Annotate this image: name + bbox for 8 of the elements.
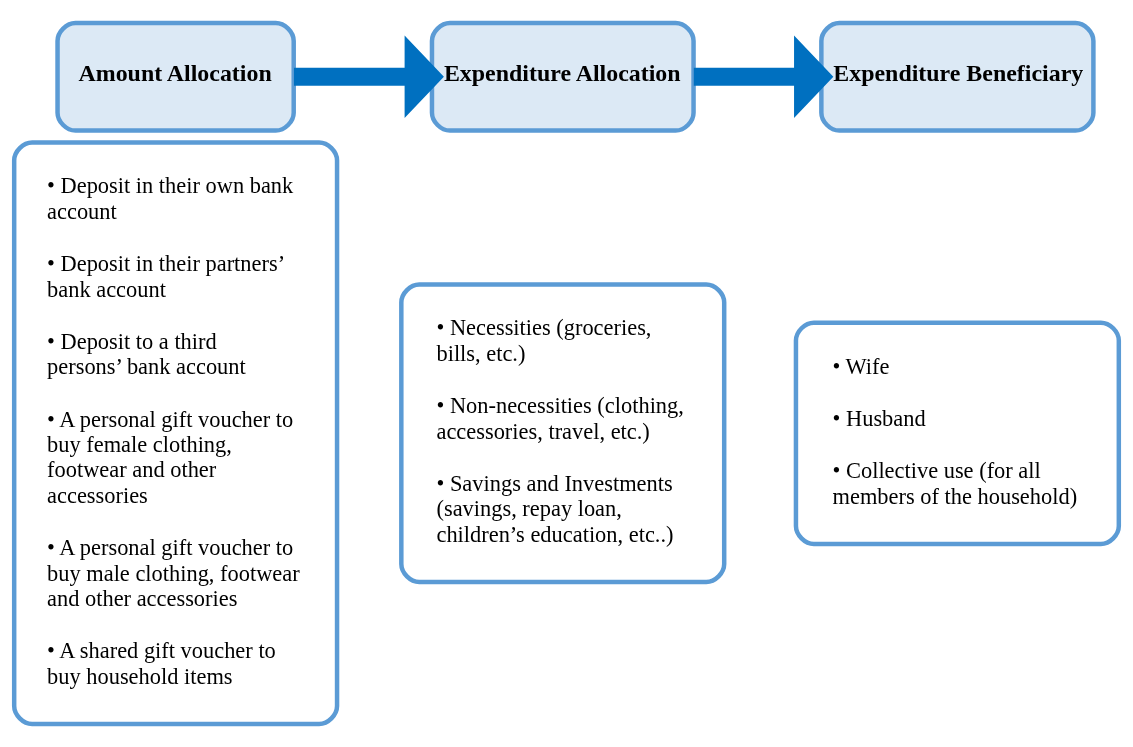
node-box: • Deposit in their own bank account • Deposit in their partners’ bank account • Deposit to a third persons’ bank account • A personal gift voucher to buy female clothing, footwear and other accessories • A personal gift voucher to buy male clothing, footwear and other accessories • A shared gift voucher to buy household items xyxy=(11,140,340,727)
node-box: Amount Allocation xyxy=(55,20,296,133)
arrow xyxy=(293,35,444,119)
arrow xyxy=(693,35,834,119)
node-box: • Necessities (groceries, bills, etc.) • Non-necessities (clothing, accessories, travel, etc.) • Savings and Investments (savings, repay loan, children’s education, etc..) xyxy=(399,282,727,585)
node-box: Expenditure Allocation xyxy=(429,20,696,133)
node-box: • Wife • Husband • Collective use (for all members of the household) xyxy=(793,320,1122,547)
node-box: Expenditure Beneficiary xyxy=(819,20,1096,133)
